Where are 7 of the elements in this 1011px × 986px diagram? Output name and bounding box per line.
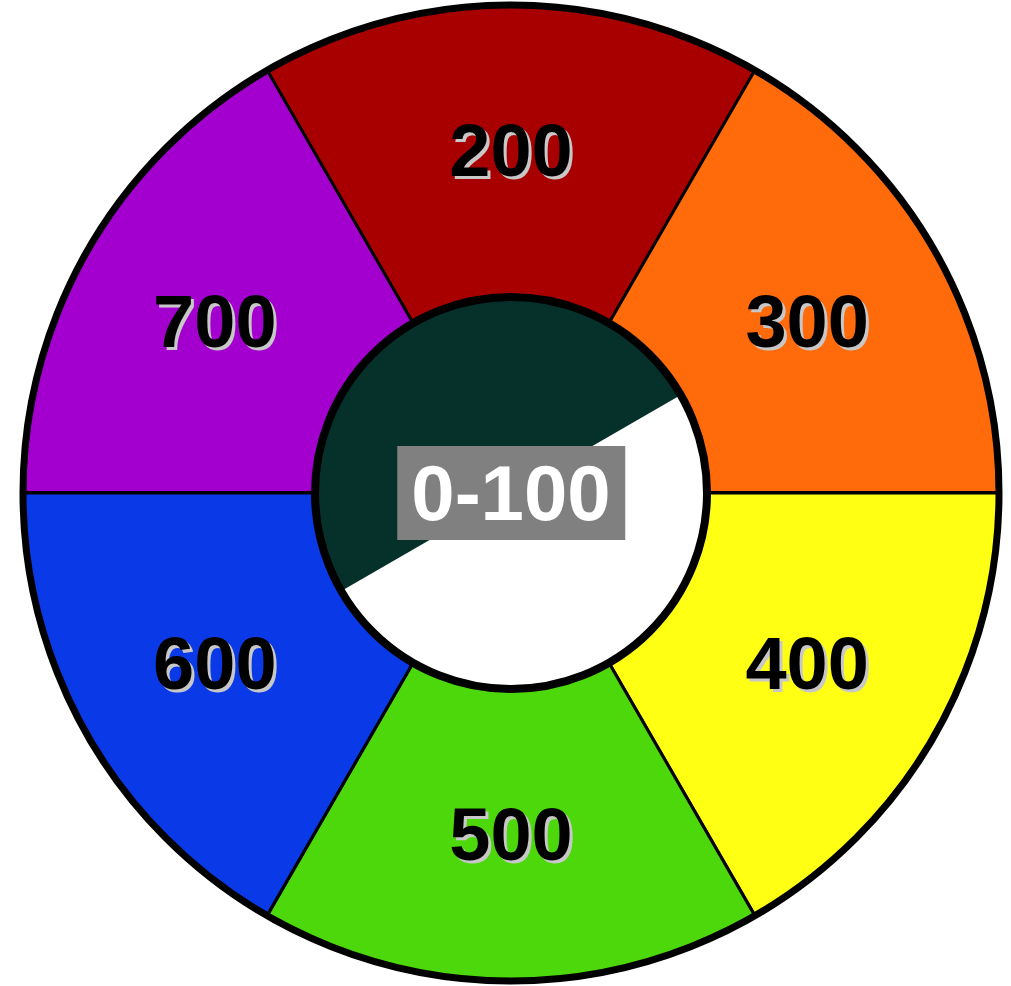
segment-value: 600 — [153, 627, 277, 701]
segment-value: 500 — [449, 798, 573, 872]
segment-value: 400 — [745, 627, 869, 701]
segment-value: 300 — [745, 285, 869, 359]
segment-value: 700 — [153, 285, 277, 359]
segment-value: 200 — [449, 114, 573, 188]
value-label: 0-100 — [397, 446, 625, 540]
